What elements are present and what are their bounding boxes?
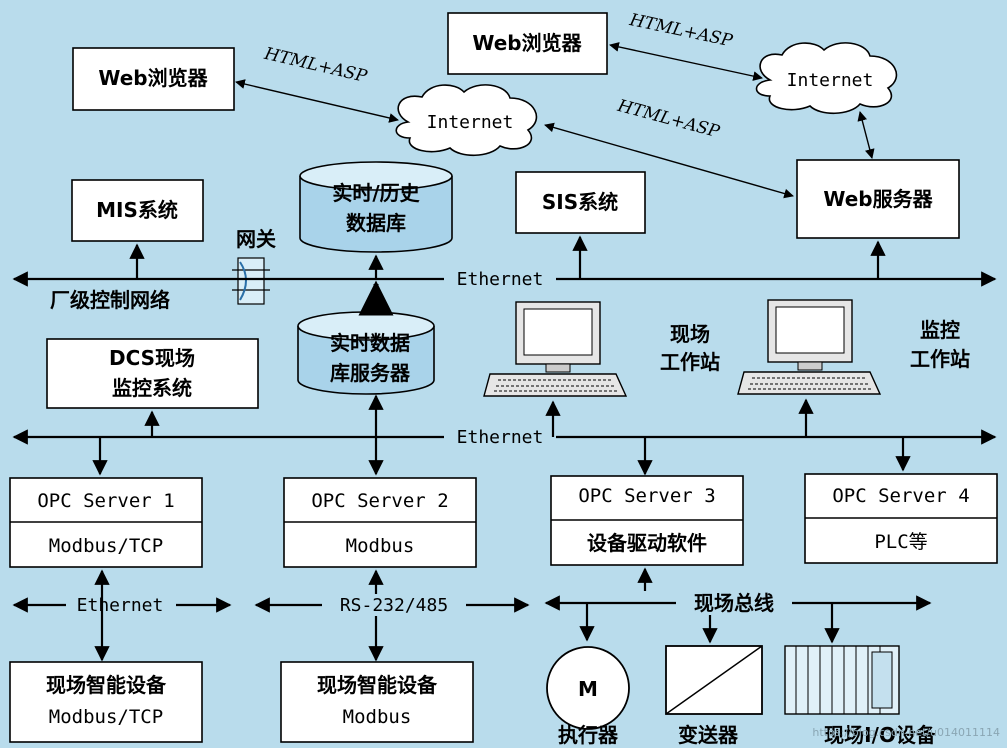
history-db-line1: 实时/历史	[332, 181, 420, 205]
opc2-sub: Modbus	[346, 535, 415, 557]
history-database: 实时/历史 数据库	[299, 161, 453, 253]
web-server-label: Web服务器	[823, 187, 933, 211]
sis-box	[515, 171, 646, 234]
link-internet-top-webserver	[857, 111, 875, 159]
field-workstation-icon	[483, 301, 628, 397]
web-server-box	[796, 159, 960, 239]
link-internet-webserver	[544, 122, 794, 199]
rt-db-line2: 库服务器	[330, 361, 411, 385]
internet-cloud-mid: Internet	[395, 84, 538, 157]
monitor-station-line2: 工作站	[910, 347, 970, 371]
opc1-sub: Modbus/TCP	[49, 535, 163, 557]
opc1-title: OPC Server 1	[37, 490, 174, 512]
web-browser-top-label: Web浏览器	[472, 31, 582, 55]
opc3-sub: 设备驱动软件	[587, 531, 707, 555]
history-db-line2: 数据库	[346, 211, 406, 235]
field-device-1: 现场智能设备 Modbus/TCP	[9, 661, 203, 743]
gateway-icon	[232, 257, 270, 305]
actuator-label: 执行器	[558, 723, 619, 747]
opc4-title: OPC Server 4	[832, 485, 969, 507]
io-device-icon	[784, 645, 900, 715]
sis-label: SIS系统	[542, 190, 618, 214]
link-browser-left-internet	[235, 79, 399, 123]
opc3-title: OPC Server 3	[578, 485, 715, 507]
transmitter-label: 变送器	[678, 723, 739, 747]
opc-server-3: OPC Server 3 设备驱动软件	[550, 475, 744, 566]
mis-box	[71, 179, 204, 242]
field-station-line2: 工作站	[660, 350, 720, 374]
opc2-title: OPC Server 2	[311, 490, 448, 512]
dev1-line1: 现场智能设备	[46, 673, 167, 697]
field-bus-ethernet-label: Ethernet	[77, 595, 164, 616]
actuator-symbol: M	[578, 677, 598, 701]
transmitter-icon	[665, 645, 763, 715]
plant-network-label: 厂级控制网络	[50, 288, 170, 312]
dcs-line1: DCS现场	[109, 346, 195, 370]
html-asp-right-label: HTML+ASP	[615, 96, 723, 143]
field-device-2: 现场智能设备 Modbus	[280, 661, 474, 743]
actuator-icon: M	[546, 646, 630, 730]
opc-server-2: OPC Server 2 Modbus	[283, 477, 477, 568]
control-ethernet-label: Ethernet	[457, 427, 544, 448]
opc4-sub: PLC等	[874, 531, 927, 553]
internet-cloud-top: Internet	[755, 42, 898, 115]
io-device-label: 现场I/O设备	[824, 723, 937, 747]
dev1-line2: Modbus/TCP	[49, 706, 163, 728]
html-asp-top-label: HTML+ASP	[627, 10, 735, 52]
link-browser-top-internet	[609, 42, 763, 81]
watermark-text: https://blog.csdn.net/u014011114	[812, 726, 1000, 739]
field-bus-rs485-label: RS-232/485	[340, 595, 448, 616]
monitor-station-line1: 监控	[920, 318, 960, 342]
plant-ethernet-label: Ethernet	[457, 269, 544, 290]
mis-label: MIS系统	[96, 198, 178, 222]
dcs-line2: 监控系统	[112, 376, 192, 400]
web-browser-top-box	[447, 12, 608, 75]
rt-db-line1: 实时数据	[330, 331, 410, 355]
dcs-box	[46, 338, 259, 409]
web-browser-left-box	[72, 47, 235, 111]
opc-server-4: OPC Server 4 PLC等	[804, 473, 998, 564]
dev2-line2: Modbus	[343, 706, 412, 728]
field-bus-fieldbus-label: 现场总线	[694, 591, 774, 615]
monitor-workstation-icon	[737, 299, 882, 395]
realtime-db-server: 实时数据 库服务器	[297, 311, 435, 395]
gateway-label: 网关	[236, 227, 276, 251]
internet-top-label: Internet	[787, 70, 874, 91]
internet-mid-label: Internet	[427, 112, 514, 133]
dev2-line1: 现场智能设备	[317, 673, 438, 697]
web-browser-left-label: Web浏览器	[98, 66, 208, 90]
html-asp-left-label: HTML+ASP	[262, 44, 370, 87]
opc-server-1: OPC Server 1 Modbus/TCP	[9, 477, 203, 568]
field-station-line1: 现场	[670, 322, 710, 346]
